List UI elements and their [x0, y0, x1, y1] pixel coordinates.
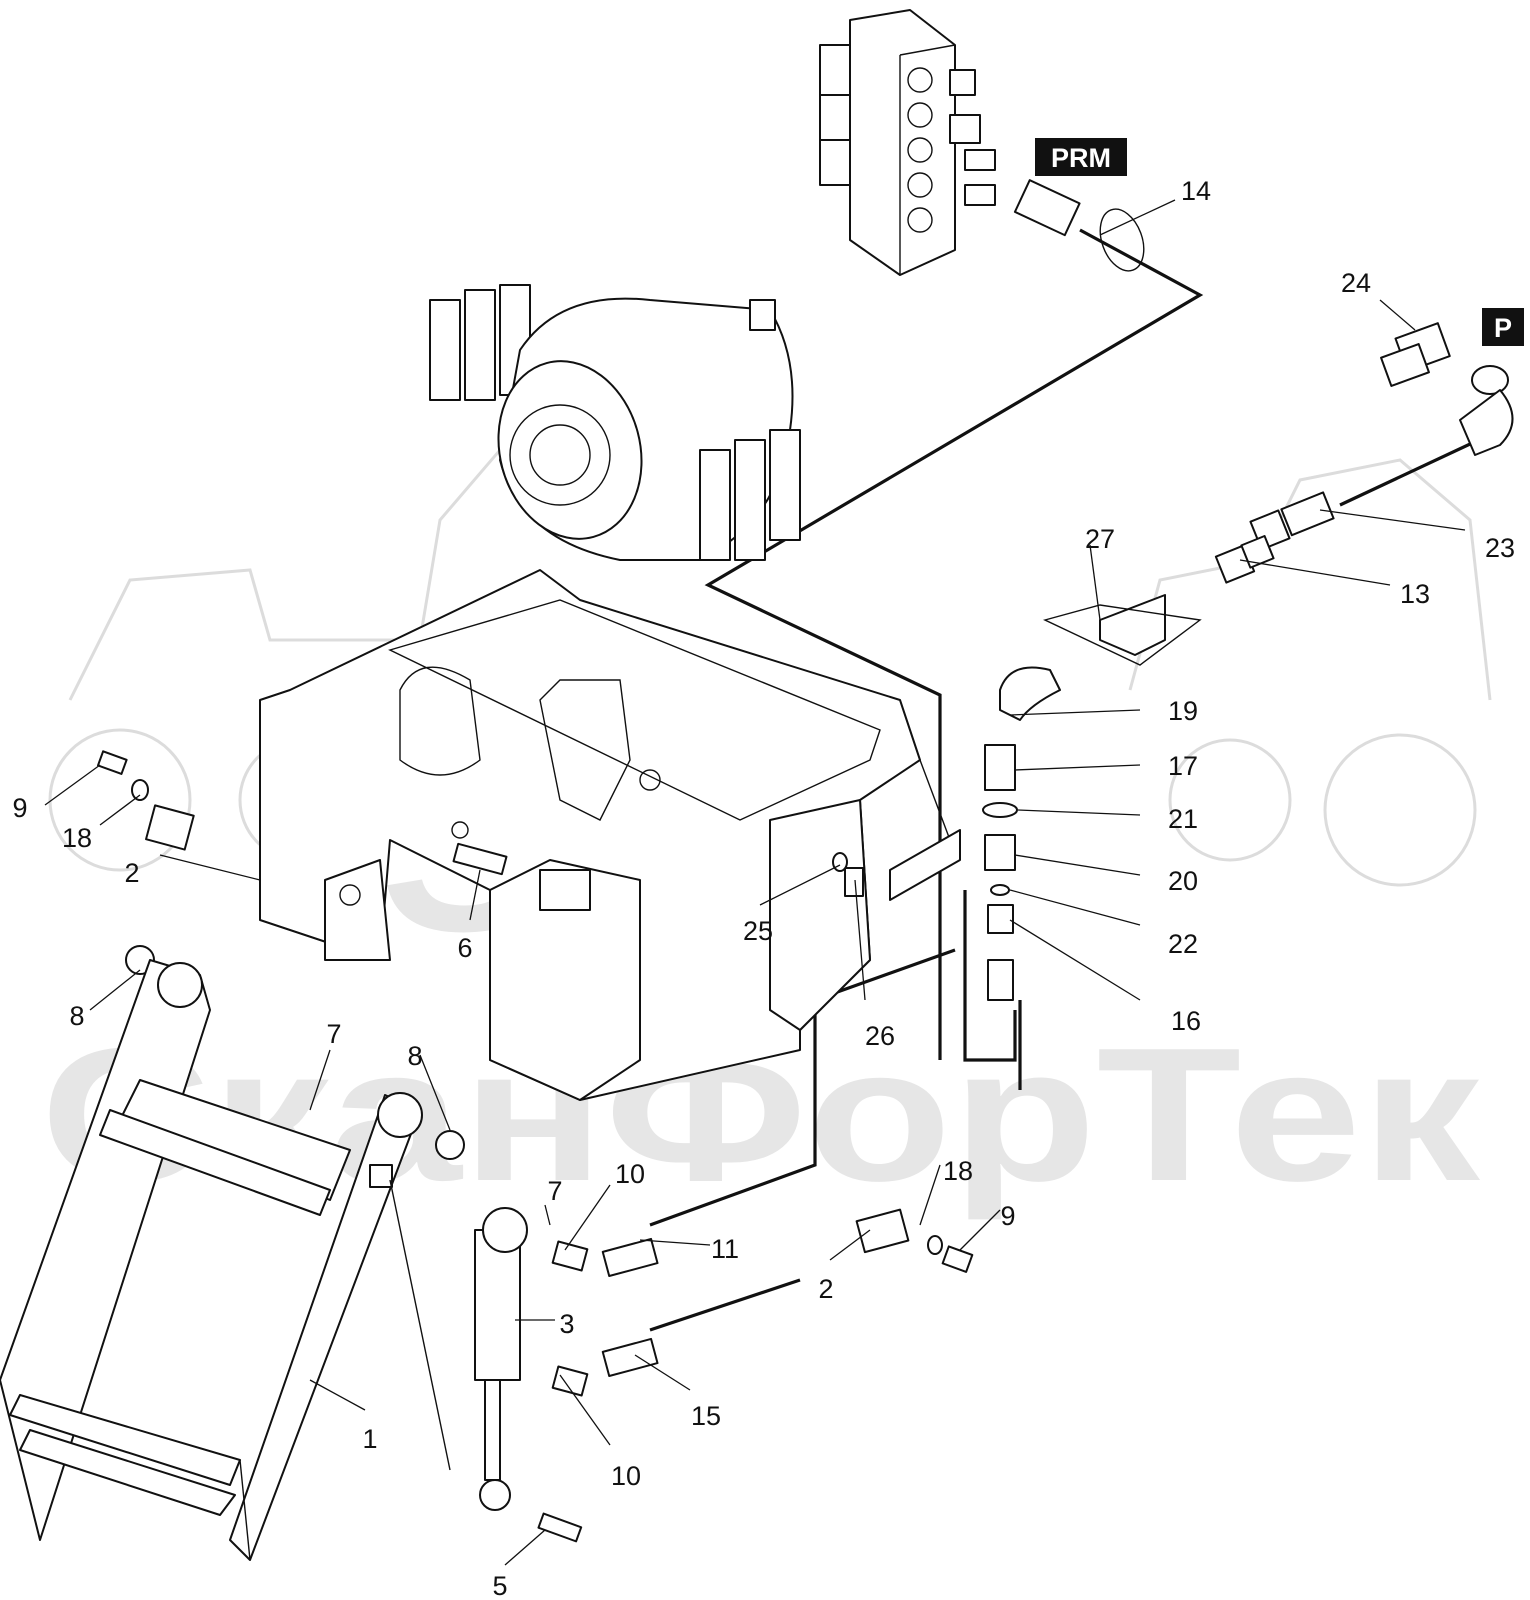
callout-8-center: 8: [407, 1041, 422, 1071]
adapter-17: [984, 744, 1016, 791]
callout-16: 16: [1171, 1006, 1201, 1036]
callout-5: 5: [492, 1571, 507, 1600]
callout-6: 6: [457, 933, 472, 963]
callout-18-left: 18: [62, 823, 92, 853]
callout-7-lower: 7: [547, 1176, 562, 1206]
pivot-hardware-right: [832, 852, 974, 1273]
callout-15: 15: [691, 1401, 721, 1431]
bracket-27: [1042, 594, 1202, 666]
callout-10-lower: 10: [611, 1461, 641, 1491]
callout-9-right: 9: [1000, 1201, 1015, 1231]
adapter-13: [1214, 535, 1275, 584]
callout-27: 27: [1085, 524, 1115, 554]
tag-p-text: P: [1494, 313, 1512, 343]
callout-13: 13: [1400, 579, 1430, 609]
callout-23: 23: [1485, 533, 1515, 563]
tee-fitting-24: [1380, 322, 1509, 395]
main-frame: [259, 569, 961, 1101]
hose-end: [987, 959, 1014, 1001]
tag-prm-text: PRM: [1051, 143, 1111, 173]
callout-10-upper: 10: [615, 1159, 645, 1189]
callout-3: 3: [559, 1309, 574, 1339]
callout-25: 25: [743, 916, 773, 946]
step-ladder: [0, 959, 423, 1561]
seal-ring-21: [982, 802, 1018, 818]
control-valve-block: [819, 9, 1145, 276]
callout-1: 1: [362, 1424, 377, 1454]
hose-assembly-23: [1249, 389, 1514, 551]
fitting-stack: [982, 666, 1061, 1001]
hydraulic-motor: [429, 284, 801, 561]
callout-11: 11: [711, 1234, 739, 1264]
callout-18-right: 18: [943, 1156, 973, 1186]
callout-7-upper: 7: [326, 1019, 341, 1049]
callout-17: 17: [1168, 751, 1198, 781]
leader-lines: [44, 199, 1466, 1566]
callout-19: 19: [1168, 696, 1198, 726]
callout-9-left: 9: [12, 793, 27, 823]
union-16: [987, 904, 1014, 934]
callout-8-left: 8: [69, 1001, 84, 1031]
callout-20: 20: [1168, 866, 1198, 896]
callout-numbers: 9 18 2 8 7 8 6 25 26 7 10 11 3 15 10 1 5…: [12, 176, 1515, 1600]
tag-prm: PRM: [1035, 138, 1127, 176]
callout-2-left: 2: [124, 858, 139, 888]
callout-22: 22: [1168, 929, 1198, 959]
nut-20: [984, 834, 1016, 871]
ring-22: [990, 884, 1010, 896]
tag-p: P: [1482, 308, 1524, 346]
hydraulic-cylinder: [369, 1164, 659, 1543]
callout-14: 14: [1181, 176, 1211, 206]
callout-21: 21: [1168, 804, 1198, 834]
elbow-19: [999, 666, 1061, 721]
callout-24: 24: [1341, 268, 1371, 298]
callout-26: 26: [865, 1021, 895, 1051]
callout-2-right: 2: [818, 1274, 833, 1304]
